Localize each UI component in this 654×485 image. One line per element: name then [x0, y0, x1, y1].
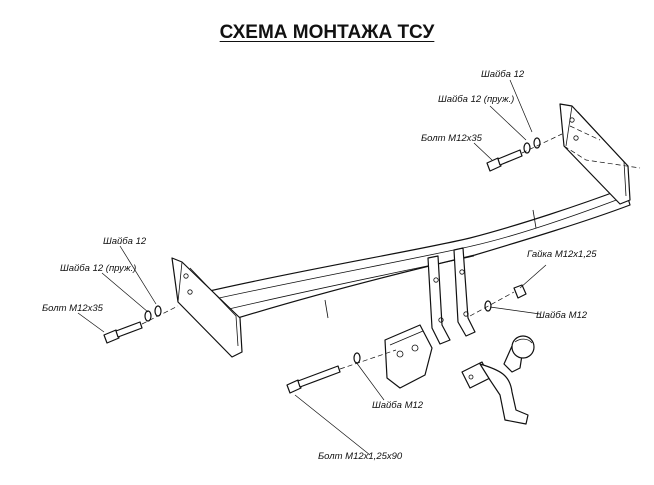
nut-and-washer — [469, 284, 527, 317]
right-fasteners — [486, 133, 563, 172]
right-side-bracket — [559, 103, 641, 205]
left-fasteners — [103, 305, 179, 344]
diagram-title: СХЕМА МОНТАЖА ТСУ — [219, 22, 435, 43]
tow-plate — [384, 324, 433, 389]
long-bolt — [286, 349, 397, 394]
center-mounting-plates — [427, 247, 476, 345]
label-washer-m12-right: Шайба М12 — [536, 310, 588, 321]
label-spring-washer-right: Шайба 12 (пруж.) — [438, 94, 514, 105]
label-spring-washer-left: Шайба 12 (пруж.) — [60, 263, 136, 274]
label-washer-left: Шайба 12 — [103, 236, 147, 247]
label-nut: Гайка М12х1,25 — [527, 249, 597, 260]
tow-ball — [461, 335, 535, 425]
left-side-bracket — [171, 257, 243, 358]
label-washer-m12-bottom: Шайба М12 — [372, 400, 424, 411]
label-bolt-left: Болт М12х35 — [42, 303, 104, 314]
part-labels: Шайба 12 Шайба 12 (пруж.) Болт М12х35 Ша… — [42, 69, 597, 462]
leader-lines — [77, 79, 547, 456]
label-washer-right: Шайба 12 — [481, 69, 525, 80]
label-bolt-right: Болт М12х35 — [421, 133, 483, 144]
label-bolt-long: Болт М12х1,25х90 — [318, 451, 403, 462]
